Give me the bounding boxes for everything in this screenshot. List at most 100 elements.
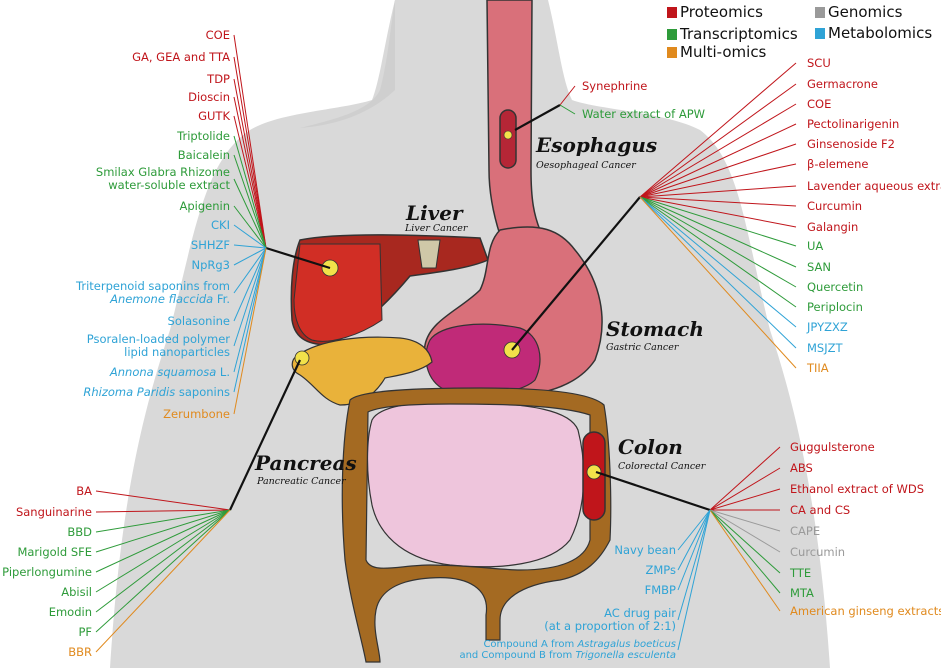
stomach-item-label: Quercetin [807, 279, 864, 294]
colon_left-fan-line [677, 509, 711, 571]
liver-fan-line [233, 247, 267, 266]
liver-connector [265, 246, 331, 270]
liver-item-label: Dioscin [188, 89, 230, 104]
esophagus-item-label: Water extract of APW [582, 106, 706, 121]
liver-fan-line [233, 56, 267, 249]
liver-right-lobe [293, 243, 383, 342]
pancreas-fan-line [95, 509, 231, 573]
stomach-item-label: SAN [807, 259, 831, 274]
liver-item-label: SHHZF [190, 237, 230, 252]
pancreas-fan-line [95, 509, 231, 513]
stomach-item-label: Germacrone [807, 76, 878, 91]
pancreas-item-label: Marigold SFE [17, 544, 92, 559]
stomach-fan-line [639, 196, 797, 228]
colon_left-fan-line [677, 509, 711, 621]
pancreas-item-label: Emodin [48, 604, 92, 619]
stomach-item-label: SCU [807, 55, 831, 70]
colon_left-fan-line [677, 509, 711, 591]
legend-multiomics-label: Multi-omics [680, 43, 767, 61]
pancreas-item-label: Piperlongumine [2, 564, 92, 579]
stomach-item-label: Periplocin [807, 299, 863, 314]
liver-fan-line [233, 78, 267, 249]
colon_left-fan-line [677, 509, 711, 551]
liver-fan-line [233, 247, 267, 415]
pancreas-item-label: BBD [67, 524, 92, 539]
colon-left-item-label: ZMPs [645, 562, 676, 577]
proteomics-swatch [667, 7, 677, 18]
colon-title: Colon [618, 435, 683, 459]
stomach-fan-line [639, 196, 797, 207]
colon_right-fan-line [709, 509, 781, 594]
pancreas-tumor-dot [294, 350, 310, 366]
legend-proteomics: Proteomics [667, 4, 763, 21]
liver-fan-line [233, 247, 267, 347]
pancreas-item-label: BBR [68, 644, 92, 659]
stomach-fan-line [639, 196, 797, 288]
pancreas-item-label: PF [78, 624, 92, 639]
stomach-fan-line [639, 196, 797, 328]
esophagus-tumor-dot [503, 130, 513, 140]
colon_left-fan-line [677, 509, 711, 651]
stomach-item-label: β-elemene [807, 156, 869, 171]
transcriptomics-swatch [667, 29, 677, 40]
stomach-fan-line [639, 185, 797, 198]
liver-fan-line [233, 205, 267, 249]
legend-genomics: Genomics [815, 4, 902, 21]
stomach-fan-line [639, 163, 797, 198]
liver-fan-line [233, 115, 267, 249]
pancreas-fan-line [95, 509, 231, 553]
liver-item-label: Rhizoma Paridis saponins [83, 384, 230, 399]
stomach-item-label: Curcumin [807, 198, 863, 213]
esophagus-cancer-label: Oesophageal Cancer [536, 160, 636, 171]
liver-item-label: COE [205, 27, 230, 42]
stomach-fan-line [639, 196, 797, 247]
colon-right-item-label: ABS [790, 460, 813, 475]
colon-right-item-label: American ginseng extracts [790, 603, 941, 618]
esophagus-fan-line [559, 85, 576, 106]
liver-item-label: Annona squamosa L. [109, 364, 230, 379]
pancreas-organ [291, 336, 433, 406]
colon-frame [341, 387, 612, 663]
colon_right-fan-line [709, 446, 781, 511]
legend-multiomics: Multi-omics [667, 44, 766, 61]
gallbladder [417, 239, 441, 269]
liver-fan-line [233, 247, 267, 393]
esophagus-fan-line [559, 104, 576, 115]
colon_right-fan-line [709, 509, 781, 532]
legend-metabolomics-label: Metabolomics [828, 24, 933, 42]
stomach-item-label: Lavender aqueous extract [807, 178, 941, 193]
multiomics-swatch [667, 47, 677, 58]
legend-genomics-label: Genomics [828, 3, 903, 21]
liver-item-label: Solasonine [167, 313, 230, 328]
pancreas-item-label: BA [76, 483, 92, 498]
colon-right-item-label: MTA [790, 585, 814, 600]
esophagus-connector [514, 104, 561, 131]
pancreas-cancer-label: Pancreatic Cancer [257, 476, 346, 487]
colon-connector [595, 470, 711, 512]
stomach-item-label: MSJZT [807, 340, 843, 355]
pancreas-title: Pancreas [255, 451, 357, 475]
liver-item-label: Apigenin [179, 198, 230, 213]
colon-left-item-label: FMBP [644, 582, 676, 597]
stomach-connector [511, 196, 641, 351]
colon-right-item-label: Curcumin [790, 544, 846, 559]
stomach-fan-line [639, 103, 797, 198]
colon_right-fan-line [709, 509, 781, 574]
liver-item-label: TDP [207, 71, 230, 86]
stomach-fan-line [639, 143, 797, 198]
liver-item-label: Baicalein [177, 147, 230, 162]
legend-metabolomics: Metabolomics [815, 25, 932, 42]
pancreas-fan-line [95, 490, 231, 511]
legend-transcriptomics: Transcriptomics [667, 26, 798, 43]
stomach-fan-line [639, 123, 797, 198]
genomics-swatch [815, 7, 825, 18]
stomach-item-label: Pectolinarigenin [807, 116, 900, 131]
legend-transcriptomics-label: Transcriptomics [680, 25, 798, 43]
liver-fan-line [233, 247, 267, 373]
pancreas-item-label: Abisil [61, 584, 92, 599]
